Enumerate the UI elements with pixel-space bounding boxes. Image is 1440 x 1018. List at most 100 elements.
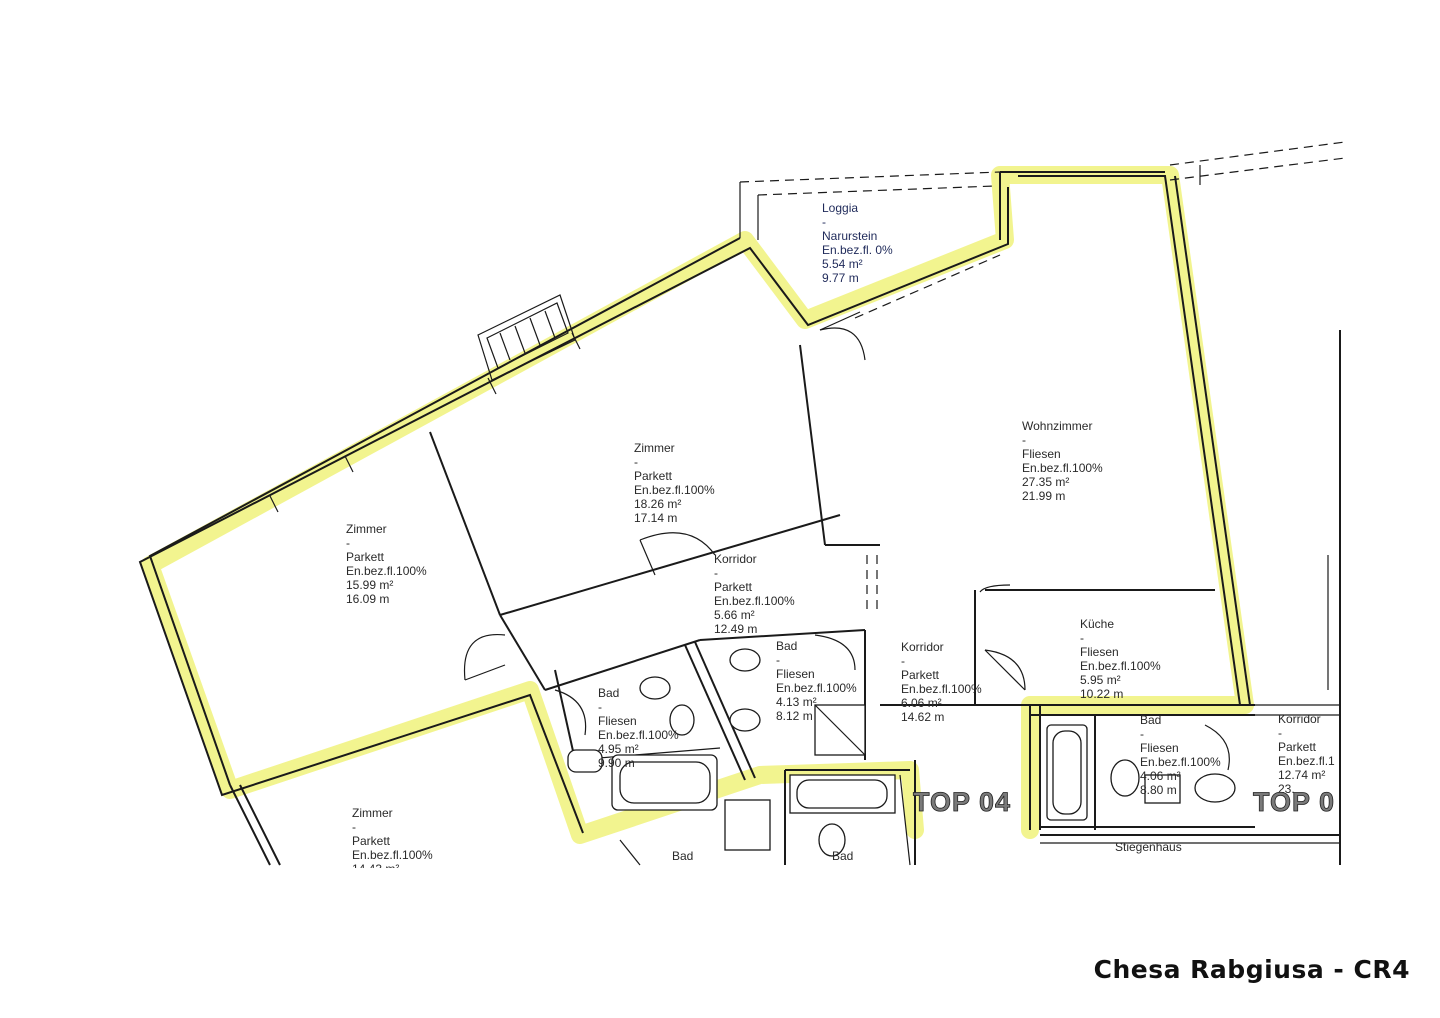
room-label-line: 15.99 m² — [346, 578, 393, 592]
room-label-line: 5.54 m² — [822, 257, 863, 271]
stair-lines — [619, 774, 1340, 866]
sanitary-fixtures — [567, 648, 1236, 857]
room-label-line: Parkett — [634, 469, 673, 483]
room-label-line: - — [598, 700, 602, 714]
room-label-line: Fliesen — [776, 667, 815, 681]
room-label-line: En.bez.fl.100% — [776, 681, 857, 695]
room-label-line: En.bez.fl.100% — [352, 848, 433, 862]
room-label-line: En.bez.fl.100% — [714, 594, 795, 608]
room-label-stiegenhaus: Stiegenhaus — [1115, 840, 1182, 854]
room-label-line: 5.95 m² — [1080, 673, 1121, 687]
room-label-line: 14.62 m — [901, 710, 944, 724]
loggia-outline — [739, 141, 1346, 361]
room-label-line: 5.66 m² — [714, 608, 755, 622]
room-label-line: Parkett — [346, 550, 385, 564]
room-label-line: - — [776, 653, 780, 667]
interior-walls — [429, 344, 1341, 865]
room-label-line: 21.99 m — [1022, 489, 1065, 503]
room-label-line: En.bez.fl.100% — [1140, 755, 1221, 769]
room-label-line: 12.49 m — [714, 622, 757, 636]
room-label-line: - — [352, 820, 356, 834]
room-label-line: Korridor — [1278, 712, 1321, 726]
room-label-line: 4.13 m² — [776, 695, 817, 709]
room-label-line: - — [634, 455, 638, 469]
room-label-line: - — [714, 566, 718, 580]
room-label-line: Zimmer — [634, 441, 675, 455]
room-label-line: En.bez.fl.100% — [1080, 659, 1161, 673]
room-label-line: - — [1278, 726, 1282, 740]
room-label-line: Küche — [1080, 617, 1114, 631]
room-label-line: - — [1080, 631, 1084, 645]
room-label-line: Stiegenhaus — [1115, 840, 1182, 854]
exterior-walls — [138, 171, 1341, 866]
room-label-line: 23. — [1278, 782, 1295, 796]
room-label-line: 6.06 m² — [901, 696, 942, 710]
room-label-line: Fliesen — [598, 714, 637, 728]
room-label-line: 10.22 m — [1080, 687, 1123, 701]
room-label-bad-4: Bad — [672, 849, 693, 863]
room-label-line: Parkett — [352, 834, 391, 848]
room-label-line: 8.12 m — [776, 709, 813, 723]
room-label-line: Parkett — [901, 668, 940, 682]
room-label-line: 8.80 m — [1140, 783, 1177, 797]
balcony-box — [477, 294, 576, 381]
room-label-line: - — [1140, 727, 1144, 741]
room-label-line: 17.14 m — [634, 511, 677, 525]
room-label-line: En.bez.fl. 0% — [822, 243, 893, 257]
room-label-line: Korridor — [901, 640, 944, 654]
room-label-line: 16.09 m — [346, 592, 389, 606]
room-label-line: Bad — [598, 686, 619, 700]
unit-label-top-04: TOP 04 — [913, 787, 1011, 817]
room-label-line: Zimmer — [346, 522, 387, 536]
room-label-line: - — [901, 654, 905, 668]
room-label-line: Bad — [776, 639, 797, 653]
room-label-line: Bad — [1140, 713, 1161, 727]
room-label-line: En.bez.fl.100% — [346, 564, 427, 578]
room-label-line: - — [1022, 433, 1026, 447]
room-label-line: Narurstein — [822, 229, 877, 243]
room-label-line: 18.26 m² — [634, 497, 681, 511]
room-label-line: 27.35 m² — [1022, 475, 1069, 489]
unit-label-top-0: TOP 0 — [1253, 787, 1335, 817]
room-label-line: 12.74 m² — [1278, 768, 1325, 782]
room-label-line: 9.90 m — [598, 756, 635, 770]
room-label-line: Bad — [832, 849, 853, 863]
room-label-line: En.bez.fl.100% — [901, 682, 982, 696]
room-label-line: 4.95 m² — [598, 742, 639, 756]
room-label-line: Wohnzimmer — [1022, 419, 1092, 433]
room-label-line: Parkett — [1278, 740, 1317, 754]
room-label-line: En.bez.fl.100% — [598, 728, 679, 742]
room-label-line: Zimmer — [352, 806, 393, 820]
room-label-line: Fliesen — [1140, 741, 1179, 755]
room-label-line: Fliesen — [1080, 645, 1119, 659]
room-label-line: En.bez.fl.100% — [1022, 461, 1103, 475]
room-label-line: - — [822, 215, 826, 229]
room-label-line: Bad — [672, 849, 693, 863]
room-label-line: En.bez.fl.1 — [1278, 754, 1335, 768]
room-label-bad-5: Bad — [832, 849, 853, 863]
project-caption: Chesa Rabgiusa - CR4 — [1093, 955, 1410, 984]
room-label-line: - — [346, 536, 350, 550]
room-label-line: Fliesen — [1022, 447, 1061, 461]
room-label-line: 9.77 m — [822, 271, 859, 285]
room-label-line: Parkett — [714, 580, 753, 594]
room-label-line: En.bez.fl.100% — [634, 483, 715, 497]
window-marks — [269, 332, 581, 513]
room-label-line: Korridor — [714, 552, 757, 566]
room-label-line: 4.06 m² — [1140, 769, 1181, 783]
room-label-line: Loggia — [822, 201, 858, 215]
door-swings — [463, 532, 1230, 771]
